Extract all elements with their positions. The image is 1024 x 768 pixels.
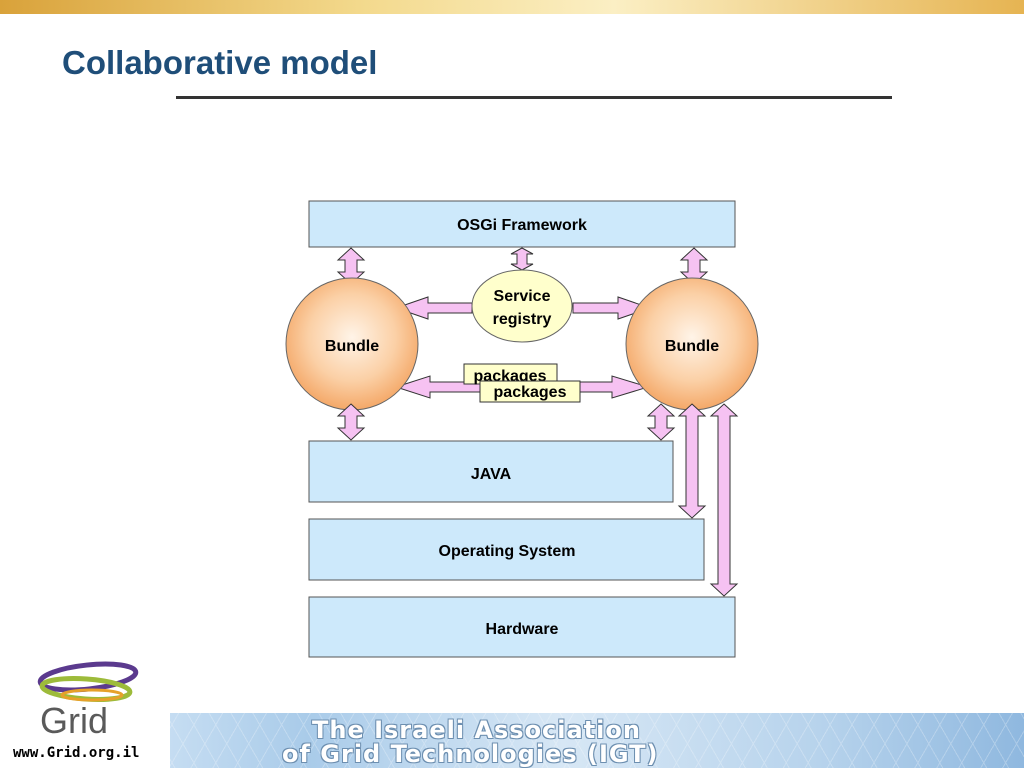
operating-system-box: Operating System (308, 518, 705, 581)
service-registry-line1: Service (494, 288, 551, 305)
arrow-registry-right-bundle (572, 296, 652, 320)
footer-association-line1: The Israeli Association (312, 716, 641, 744)
arrow-right-bundle-os (677, 403, 707, 519)
osgi-framework-label: OSGi Framework (457, 217, 587, 234)
bundle-right: Bundle (625, 277, 759, 411)
logo-wordmark: Grid (36, 702, 113, 740)
footer-url-link[interactable]: www.Grid.org.il (10, 744, 143, 762)
footer-banner: The Israeli Association of Grid Technolo… (0, 713, 1024, 768)
osgi-framework-box: OSGi Framework (308, 200, 736, 248)
operating-system-label: Operating System (439, 543, 576, 560)
footer-pattern (0, 713, 1024, 768)
service-registry: Service registry (471, 269, 573, 343)
arrow-left-bundle-java (336, 403, 366, 441)
slide-title: Collaborative model (62, 44, 378, 81)
bundle-left: Bundle (285, 277, 419, 411)
title-underline (176, 96, 892, 99)
java-label: JAVA (471, 466, 512, 483)
bundle-right-label: Bundle (665, 338, 719, 355)
hardware-label: Hardware (486, 621, 559, 638)
packages-front-text: packages (494, 384, 567, 401)
java-box: JAVA (308, 440, 674, 503)
service-registry-line2: registry (493, 311, 552, 328)
arrow-framework-registry (510, 247, 534, 271)
top-gradient-bar (0, 0, 1024, 14)
hardware-box: Hardware (308, 596, 736, 658)
packages-label-front: packages (479, 380, 581, 403)
arrow-right-bundle-java (646, 403, 676, 441)
bundle-left-label: Bundle (325, 338, 379, 355)
footer-association-line2: of Grid Technologies (IGT) (282, 740, 659, 768)
arrow-right-bundle-hardware (709, 403, 739, 597)
